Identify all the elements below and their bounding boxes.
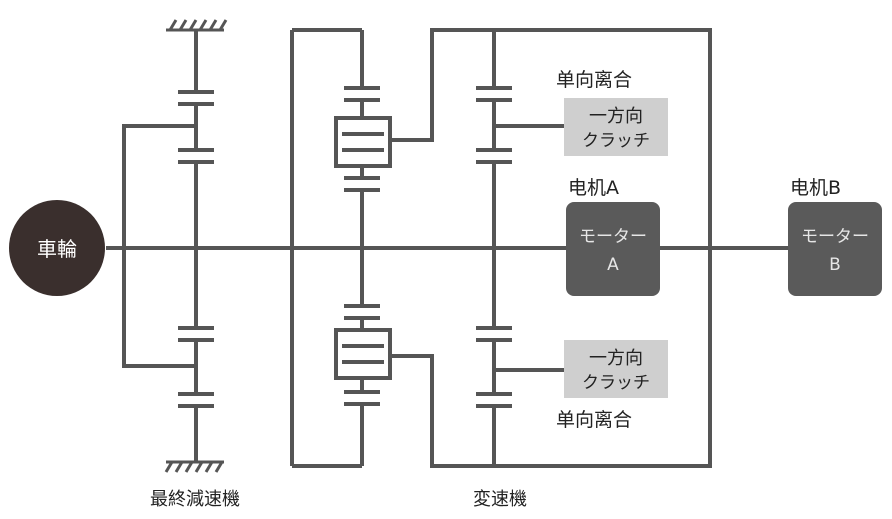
wheel-circle — [9, 200, 105, 296]
transmission-frame-left — [290, 28, 362, 468]
planet-carrier-top — [334, 116, 396, 168]
motor-b-line1: モーター — [801, 227, 869, 247]
ground-top — [166, 19, 228, 32]
clutch-bottom: 一方向 クラッチ 单向离合 — [556, 340, 668, 431]
motor-b-line2: B — [829, 255, 841, 275]
motor-b-caption: 电机B — [790, 177, 841, 199]
clutch-bottom-caption: 单向离合 — [556, 409, 632, 431]
clutch-top: 单向离合 一方向 クラッチ — [556, 69, 668, 156]
motor-a-box — [566, 202, 660, 296]
motor-b-box — [788, 202, 882, 296]
motor-a-caption: 电机A — [568, 177, 619, 199]
clutch-bottom-box — [564, 340, 668, 398]
transmission-label: 変速機 — [473, 489, 527, 510]
ground-bottom — [164, 460, 224, 473]
motor-a-line1: モーター — [579, 227, 647, 247]
clutch-shaft — [476, 30, 564, 466]
final-reduction-label: 最終減速機 — [150, 489, 240, 510]
clutch-bottom-line1: 一方向 — [589, 348, 643, 369]
wheel: 車輪 — [9, 200, 105, 296]
clutch-top-line1: 一方向 — [589, 106, 643, 127]
motor-a-line2: A — [607, 255, 619, 275]
clutch-bottom-line2: クラッチ — [582, 373, 650, 393]
clutch-top-box — [564, 98, 668, 156]
clutch-top-caption: 单向离合 — [556, 69, 632, 91]
motor-a: 电机A モーター A — [566, 177, 660, 296]
planet-carrier-bottom — [334, 328, 396, 380]
motor-b: 电机B モーター B — [788, 177, 882, 296]
wheel-label: 車輪 — [37, 237, 77, 261]
transmission-frame-right — [392, 28, 712, 468]
clutch-top-line2: クラッチ — [582, 131, 650, 151]
